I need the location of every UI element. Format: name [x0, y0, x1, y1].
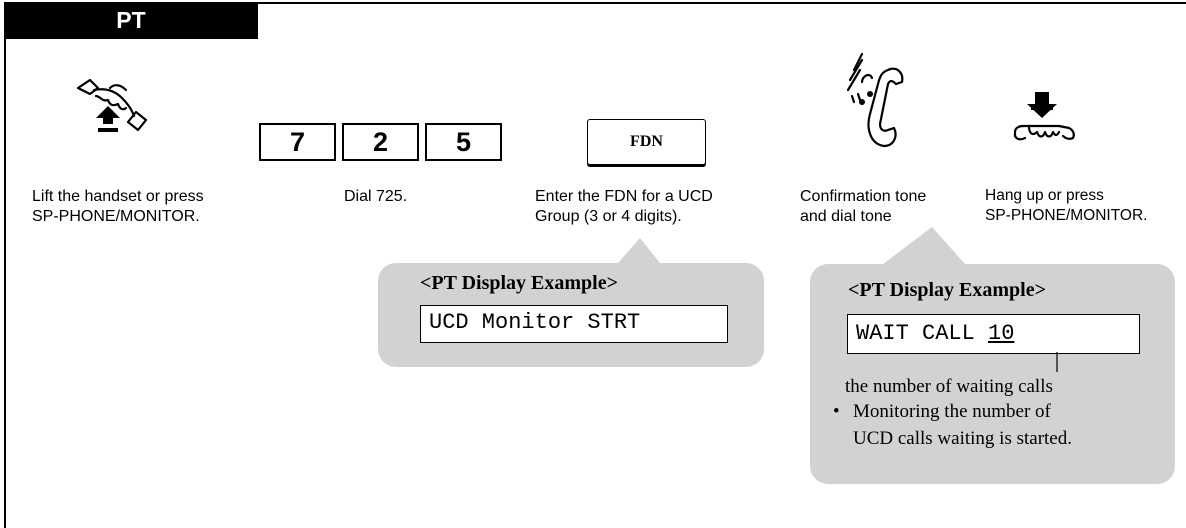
display-example-title-1: <PT Display Example> — [420, 272, 619, 294]
display-screen-2: WAIT CALL 10 — [847, 314, 1140, 354]
annotation-leader-line — [1056, 352, 1058, 372]
step3-caption-line2: Group (3 or 4 digits). — [535, 208, 682, 225]
step5-caption-line2: SP-PHONE/MONITOR. — [985, 207, 1148, 224]
display-example-bubble-2 — [810, 264, 1175, 484]
hang-up-icon — [1013, 92, 1075, 141]
frame-top-border — [4, 2, 1186, 4]
display-example-title-2: <PT Display Example> — [848, 279, 1047, 301]
key-7: 7 — [259, 123, 336, 161]
step2-caption: Dial 725. — [344, 188, 408, 205]
fdn-key: FDN — [587, 119, 706, 165]
note-line1: Monitoring the number of — [853, 401, 1051, 422]
ringing-handset-icon — [846, 52, 904, 148]
step1-caption-line2: SP-PHONE/MONITOR. — [32, 208, 200, 225]
note-bullet: • — [833, 401, 840, 422]
pt-tab: PT — [4, 2, 258, 39]
display-screen-2-prefix: WAIT CALL — [856, 321, 989, 346]
step5-caption-line1: Hang up or press — [985, 187, 1104, 204]
key-5: 5 — [425, 123, 502, 161]
step1-caption-line1: Lift the handset or press — [32, 188, 204, 205]
key-2: 2 — [342, 123, 419, 161]
step3-caption-line1: Enter the FDN for a UCD — [535, 188, 713, 205]
step4-caption-line2: and dial tone — [800, 208, 892, 225]
waiting-calls-annotation: the number of waiting calls — [845, 376, 1053, 397]
waiting-calls-count: 10 — [988, 321, 1015, 346]
note-line2: UCD calls waiting is started. — [853, 428, 1072, 449]
lift-handset-icon — [76, 78, 148, 132]
step4-caption-line1: Confirmation tone — [800, 188, 927, 205]
display-screen-1: UCD Monitor STRT — [420, 305, 728, 343]
frame-left-border — [4, 2, 6, 528]
